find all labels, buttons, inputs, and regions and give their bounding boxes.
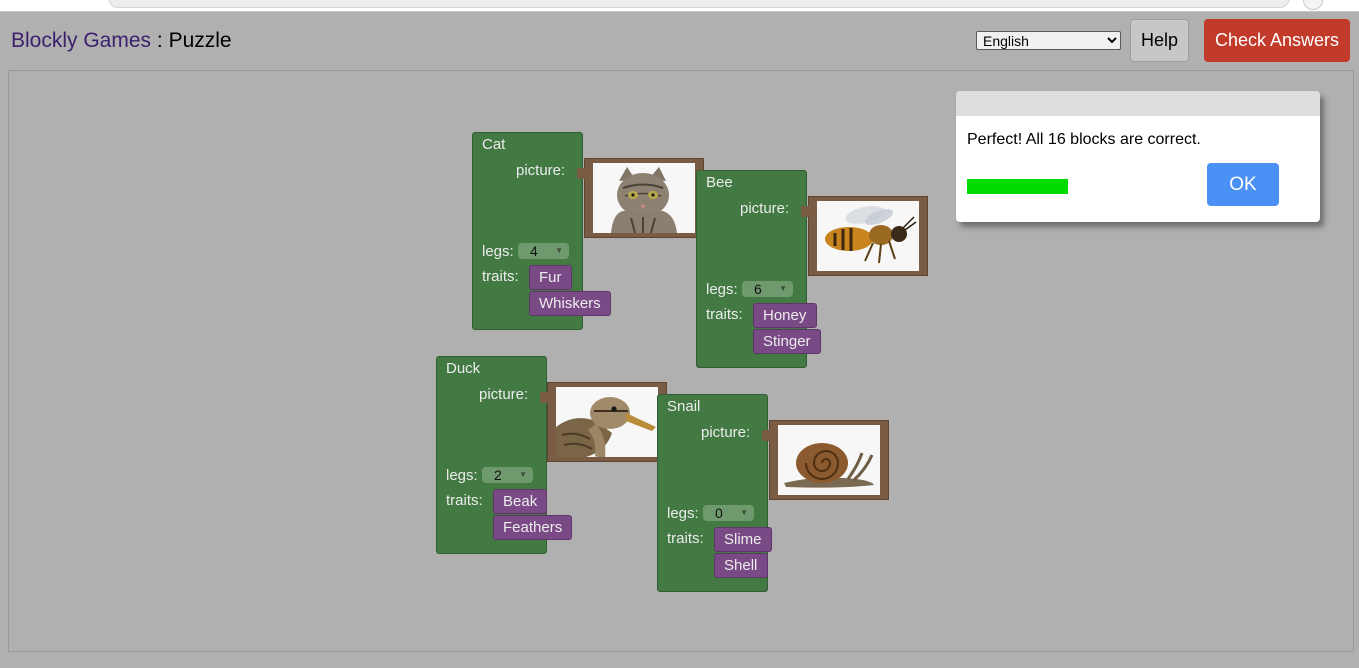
legs-value: 4: [530, 243, 538, 259]
dropdown-arrow-icon: ▼: [740, 508, 748, 517]
progress-bar: [967, 179, 1068, 194]
legs-dropdown[interactable]: 4▼: [518, 243, 569, 259]
legs-label: legs:: [446, 467, 478, 484]
dialog-title-bar[interactable]: [956, 91, 1320, 116]
legs-value: 6: [754, 281, 762, 297]
dropdown-arrow-icon: ▼: [519, 470, 527, 479]
picture-connector: [577, 168, 586, 179]
picture-block[interactable]: [540, 382, 667, 462]
dropdown-arrow-icon: ▼: [555, 246, 563, 255]
dropdown-arrow-icon: ▼: [779, 284, 787, 293]
trait-block[interactable]: Beak: [493, 489, 547, 514]
picture-connector: [762, 430, 771, 441]
page-title: Blockly Games : Puzzle: [11, 29, 232, 53]
app-brand-link[interactable]: Blockly Games: [11, 29, 152, 52]
traits-label: traits:: [706, 306, 743, 323]
traits-label: traits:: [667, 530, 704, 547]
language-select[interactable]: English: [976, 31, 1121, 50]
picture-connector: [540, 392, 549, 403]
block-name: Bee: [706, 174, 733, 191]
duck-photo: [556, 387, 658, 457]
trait-block[interactable]: Feathers: [493, 515, 572, 540]
title-separator: :: [151, 29, 169, 52]
picture-block[interactable]: [762, 420, 889, 500]
help-button[interactable]: Help: [1130, 19, 1189, 62]
legs-label: legs:: [706, 281, 738, 298]
trait-block[interactable]: Shell: [714, 553, 768, 578]
picture-block[interactable]: [801, 196, 928, 276]
block-name: Snail: [667, 398, 701, 415]
browser-menu-icon[interactable]: [1303, 0, 1323, 10]
legs-dropdown[interactable]: 2▼: [482, 467, 533, 483]
trait-block[interactable]: Slime: [714, 527, 772, 552]
ok-button[interactable]: OK: [1207, 163, 1279, 206]
picture-label: picture:: [516, 162, 566, 179]
legs-label: legs:: [482, 243, 514, 260]
picture-label: picture:: [701, 424, 751, 441]
legs-label: legs:: [667, 505, 699, 522]
picture-block[interactable]: [577, 158, 704, 238]
snail-photo: [778, 425, 880, 495]
legs-dropdown[interactable]: 6▼: [742, 281, 793, 297]
title-page-name: Puzzle: [168, 29, 232, 52]
block-name: Duck: [446, 360, 481, 377]
check-answers-button[interactable]: Check Answers: [1204, 19, 1350, 62]
trait-block[interactable]: Honey: [753, 303, 817, 328]
browser-chrome-strip: [0, 0, 1359, 12]
picture-label: picture:: [479, 386, 529, 403]
picture-connector: [801, 206, 810, 217]
browser-address-bar[interactable]: [108, 0, 1290, 8]
bee-photo: [817, 201, 919, 271]
trait-block[interactable]: Stinger: [753, 329, 821, 354]
trait-block[interactable]: Fur: [529, 265, 572, 290]
progress-fill: [967, 179, 1068, 194]
legs-value: 2: [494, 467, 502, 483]
legs-dropdown[interactable]: 0▼: [703, 505, 754, 521]
legs-value: 0: [715, 505, 723, 521]
trait-block[interactable]: Whiskers: [529, 291, 611, 316]
result-dialog: Perfect! All 16 blocks are correct. OK: [956, 91, 1320, 222]
traits-label: traits:: [446, 492, 483, 509]
traits-label: traits:: [482, 268, 519, 285]
dialog-message: Perfect! All 16 blocks are correct.: [967, 131, 1201, 148]
picture-label: picture:: [740, 200, 790, 217]
cat-photo: [593, 163, 695, 233]
block-name: Cat: [482, 136, 506, 153]
